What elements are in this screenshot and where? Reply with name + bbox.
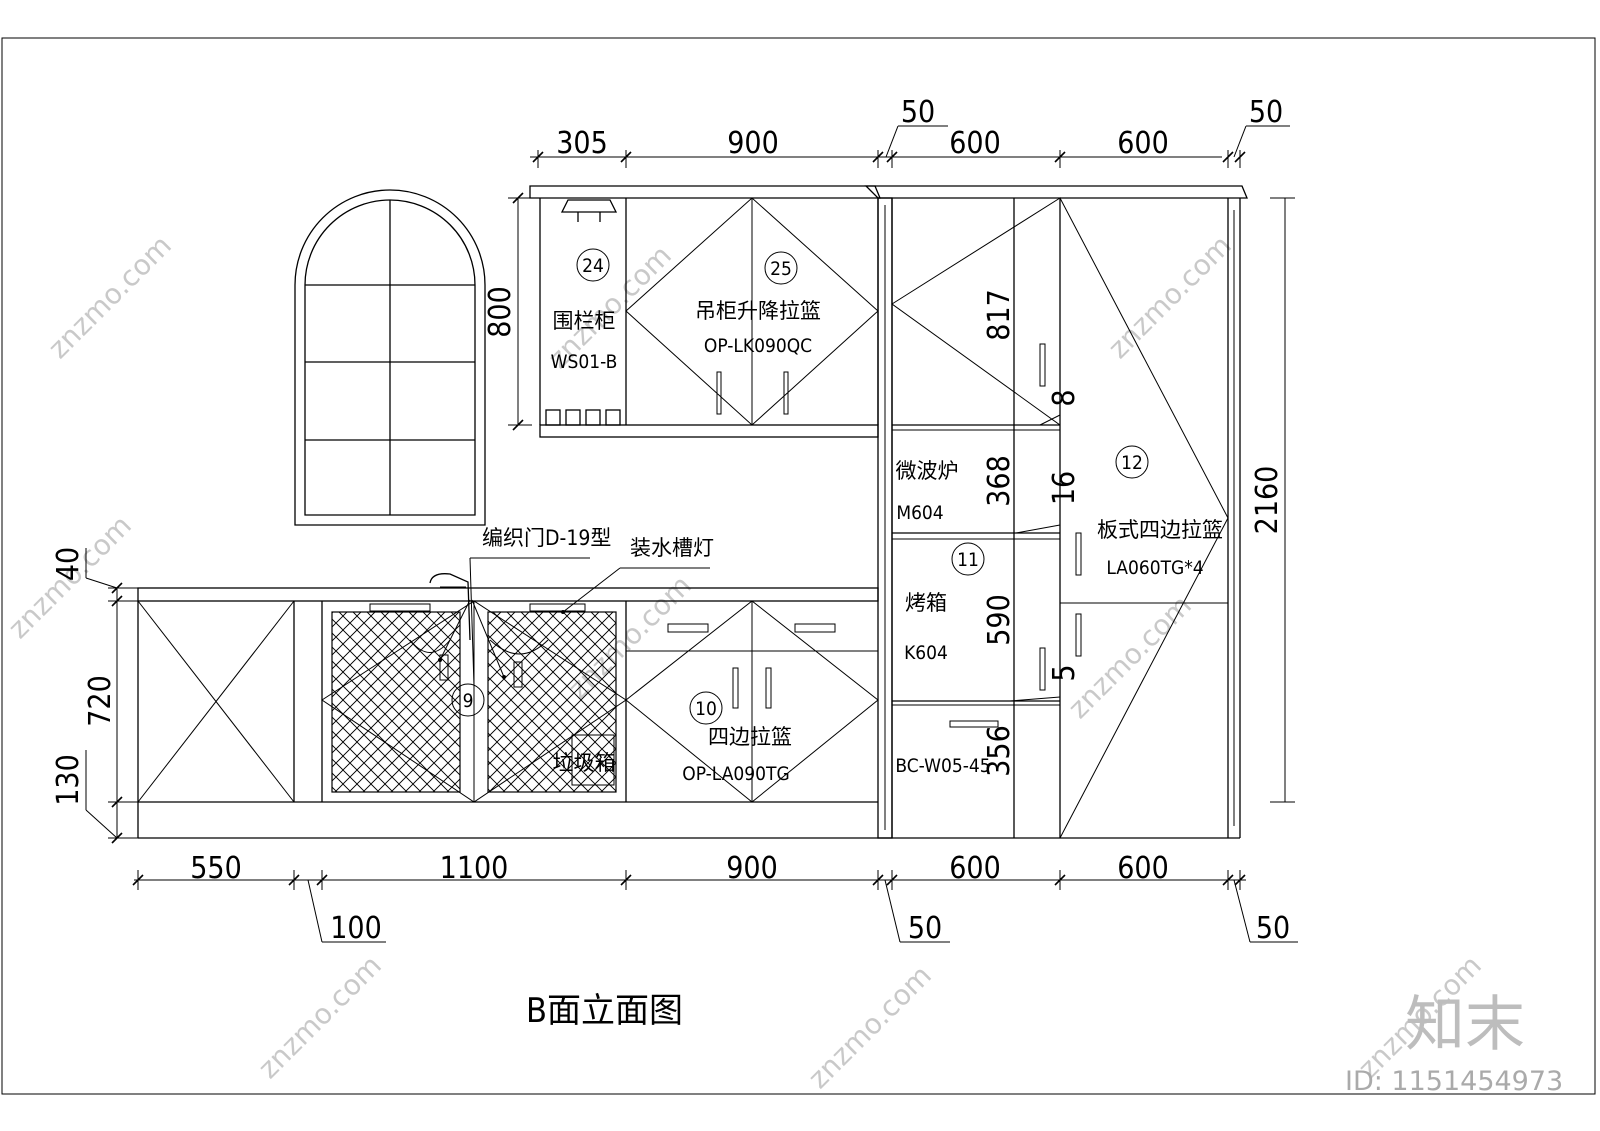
item25-code: OP-LK090QC [704, 335, 812, 357]
item10-code: OP-LA090TG [682, 763, 789, 785]
item24-code: WS01-B [551, 351, 618, 373]
dim-left-720: 720 [83, 675, 118, 727]
item12-code: LA060TG*4 [1106, 557, 1203, 579]
dim-bottom-50-right: 50 [1256, 911, 1290, 946]
dim-bottom-1100: 1100 [440, 851, 509, 886]
watermark-text: znzmo.com [802, 959, 938, 1095]
label-item25: 25 吊柜升降拉篮 OP-LK090QC [695, 251, 821, 357]
dim-tall-5: 5 [1047, 664, 1082, 681]
dim-bottom-550: 550 [190, 851, 242, 886]
drawing-title: B面立面图 [526, 991, 683, 1031]
dim-left-130: 130 [51, 754, 86, 806]
bottom-drawer-code: BC-W05-45 [895, 755, 990, 777]
bottom-dimensions: 550 1100 900 600 600 100 50 50 [132, 851, 1298, 946]
microwave-code: M604 [896, 502, 943, 524]
dim-tall-817: 817 [982, 289, 1017, 341]
watermark-layer: znzmo.com znzmo.com znzmo.com znzmo.com … [2, 229, 1564, 1097]
microwave-name: 微波炉 [896, 459, 959, 483]
dim-top-600-right: 600 [1117, 126, 1169, 161]
tall-cabinet: 817 8 368 16 590 5 356 [864, 185, 1248, 839]
woven-door-label: 编织门D-19型 [482, 526, 611, 550]
watermark-text: znzmo.com [42, 229, 178, 365]
item10-name: 四边拉篮 [708, 725, 792, 749]
item11-code: K604 [904, 642, 948, 664]
label-item12: 12 板式四边拉篮 LA060TG*4 [1097, 445, 1223, 579]
dim-bottom-900: 900 [726, 851, 778, 886]
dim-upper-800: 800 [483, 286, 518, 338]
dim-overall-2160: 2160 [1250, 466, 1285, 535]
dim-tall-16: 16 [1047, 471, 1082, 505]
watermark-text: znzmo.com [1102, 229, 1238, 365]
dim-top-50-left: 50 [901, 95, 935, 130]
dim-left-40: 40 [51, 547, 86, 581]
item25-number: 25 [770, 258, 792, 280]
top-dimensions: 305 900 50 600 600 50 [530, 95, 1290, 168]
dim-top-305: 305 [556, 126, 608, 161]
label-microwave: 微波炉 M604 [896, 459, 959, 524]
label-item10: 10 四边拉篮 OP-LA090TG [682, 691, 792, 785]
overall-height-dim: 2160 [1250, 197, 1295, 803]
dim-bottom-600-left: 600 [949, 851, 1001, 886]
item10-number: 10 [695, 698, 717, 720]
dim-tall-8: 8 [1047, 389, 1082, 406]
watermark-text: znzmo.com [252, 949, 388, 1085]
sink-light-label: 装水槽灯 [630, 536, 714, 560]
item12-number: 12 [1121, 452, 1143, 474]
item11-name: 烤箱 [905, 591, 947, 615]
dim-top-50-right: 50 [1249, 95, 1283, 130]
dim-bottom-600-right: 600 [1117, 851, 1169, 886]
item24-name: 围栏柜 [553, 309, 616, 333]
item9-number: 9 [463, 690, 474, 712]
dim-tall-356: 356 [982, 725, 1017, 777]
base-cabinets [137, 557, 879, 839]
drawing-frame [1, 37, 1596, 1095]
id-watermark: ID: 1151454973 [1345, 1066, 1563, 1097]
label-item9: 9 [451, 683, 485, 717]
trash-label: 垃圾箱 [553, 751, 616, 775]
item25-name: 吊柜升降拉篮 [695, 299, 821, 323]
label-item11: 11 烤箱 K604 [904, 542, 985, 664]
label-item24: 24 围栏柜 WS01-B [551, 248, 618, 373]
dim-tall-368: 368 [982, 455, 1017, 507]
dim-tall-590: 590 [982, 594, 1017, 646]
brand-watermark: 知末 [1405, 990, 1525, 1060]
arched-window [294, 189, 486, 526]
dim-bottom-50-left: 50 [908, 911, 942, 946]
left-dimensions: 40 720 130 [51, 547, 140, 844]
dim-top-900: 900 [727, 126, 779, 161]
item24-number: 24 [582, 255, 604, 277]
item12-name: 板式四边拉篮 [1097, 518, 1223, 542]
item11-number: 11 [957, 549, 979, 571]
dim-bottom-100: 100 [330, 911, 382, 946]
label-bottom-drawer: BC-W05-45 [895, 755, 990, 777]
dim-top-600-left: 600 [949, 126, 1001, 161]
